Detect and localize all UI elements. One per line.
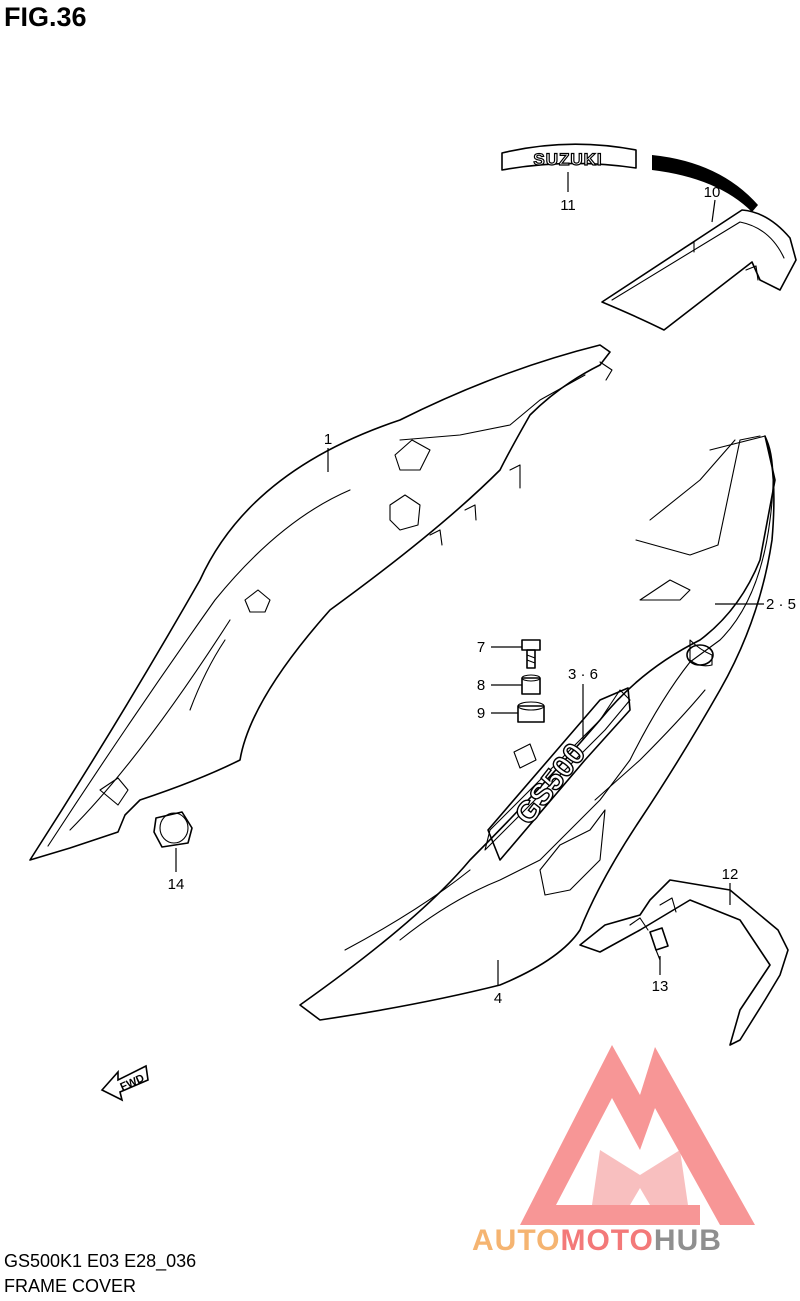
watermark-logo: AUTOMOTOHUB [472,1045,755,1257]
part-14-grommet [153,811,193,848]
callout-2-5: 2 · 5 [766,596,796,613]
watermark-part-hub: HUB [654,1224,722,1257]
part-12-lower-cover [579,879,789,1046]
callout-1: 1 [324,431,332,448]
callout-3-6: 3 · 6 [568,666,598,683]
callout-13: 13 [652,978,669,995]
emblem-brand-text: SUZUKI [533,150,602,169]
diagram-name: FRAME COVER [4,1276,137,1296]
part-9-cushion [513,701,545,769]
callout-4: 4 [494,990,502,1007]
callout-8: 8 [477,677,485,694]
part-10-tail-cover [601,155,797,331]
callout-12: 12 [722,866,739,883]
callout-9: 9 [477,705,485,722]
figure-title: FIG.36 [4,2,87,32]
callout-10: 10 [704,184,721,201]
fwd-label: FWD [119,1072,147,1093]
part-2-5-right-frame-cover [399,435,774,941]
part-4-side-cover: GS500 [299,435,776,1021]
emblem-model-text: GS500 [509,737,593,831]
callout-7: 7 [477,639,485,656]
part-7-bolt [521,639,541,669]
part-13-clip [649,927,669,961]
diagram-code: GS500K1 E03 E28_036 [4,1251,197,1271]
part-8-collar [521,674,541,695]
svg-text:AUTOMOTOHUB: AUTOMOTOHUB [472,1224,722,1257]
part-1-left-frame-cover [29,344,613,861]
fwd-direction-arrow: FWD [100,1064,149,1102]
part-11-suzuki-emblem: SUZUKI [501,143,637,171]
callout-14: 14 [168,876,185,893]
callout-11: 11 [560,197,576,214]
watermark-part-auto: AUTO [472,1224,560,1257]
watermark-part-moto: MOTO [560,1224,653,1257]
